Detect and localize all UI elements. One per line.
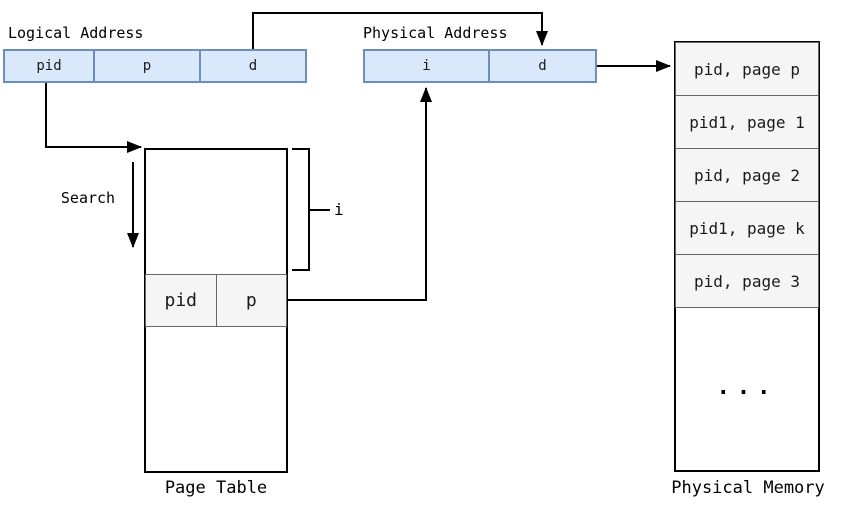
physical-address-cell-i: i <box>422 58 431 74</box>
page-table-entry-pid: pid <box>164 290 197 311</box>
page-table-entry-p: p <box>215 275 287 326</box>
page-table-entry-row: pid p <box>145 274 287 327</box>
physical-address-title: Physical Address <box>363 24 508 42</box>
memory-row: pid1, page k <box>675 201 819 255</box>
logical-address-cell-d: d <box>199 51 305 81</box>
physical-memory-caption: Physical Memory <box>671 478 825 498</box>
logical-address-cell-p: p <box>93 51 199 81</box>
physical-memory-box: pid, page p pid1, page 1 pid, page 2 pid… <box>674 41 820 472</box>
index-bracket <box>292 148 330 271</box>
logical-address-cell-pid: pid <box>36 58 62 74</box>
memory-row: pid1, page 1 <box>675 95 819 149</box>
index-bracket-label: i <box>334 200 344 219</box>
arrow-pid-to-page-table <box>45 83 142 153</box>
page-table-box: pid p <box>144 148 288 473</box>
physical-address-cell-d: d <box>488 51 595 81</box>
memory-row: pid, page p <box>675 42 819 96</box>
page-table-caption: Page Table <box>164 478 268 498</box>
memory-row: pid, page 2 <box>675 148 819 202</box>
memory-ellipsis: ... <box>716 375 778 400</box>
arrow-entry-to-i <box>288 87 432 301</box>
physical-address-box: i d <box>363 49 597 83</box>
logical-address-title: Logical Address <box>8 24 144 42</box>
memory-row: pid, page 3 <box>675 254 819 308</box>
logical-address-box: pid p d <box>3 49 307 83</box>
search-label: Search <box>60 189 116 207</box>
